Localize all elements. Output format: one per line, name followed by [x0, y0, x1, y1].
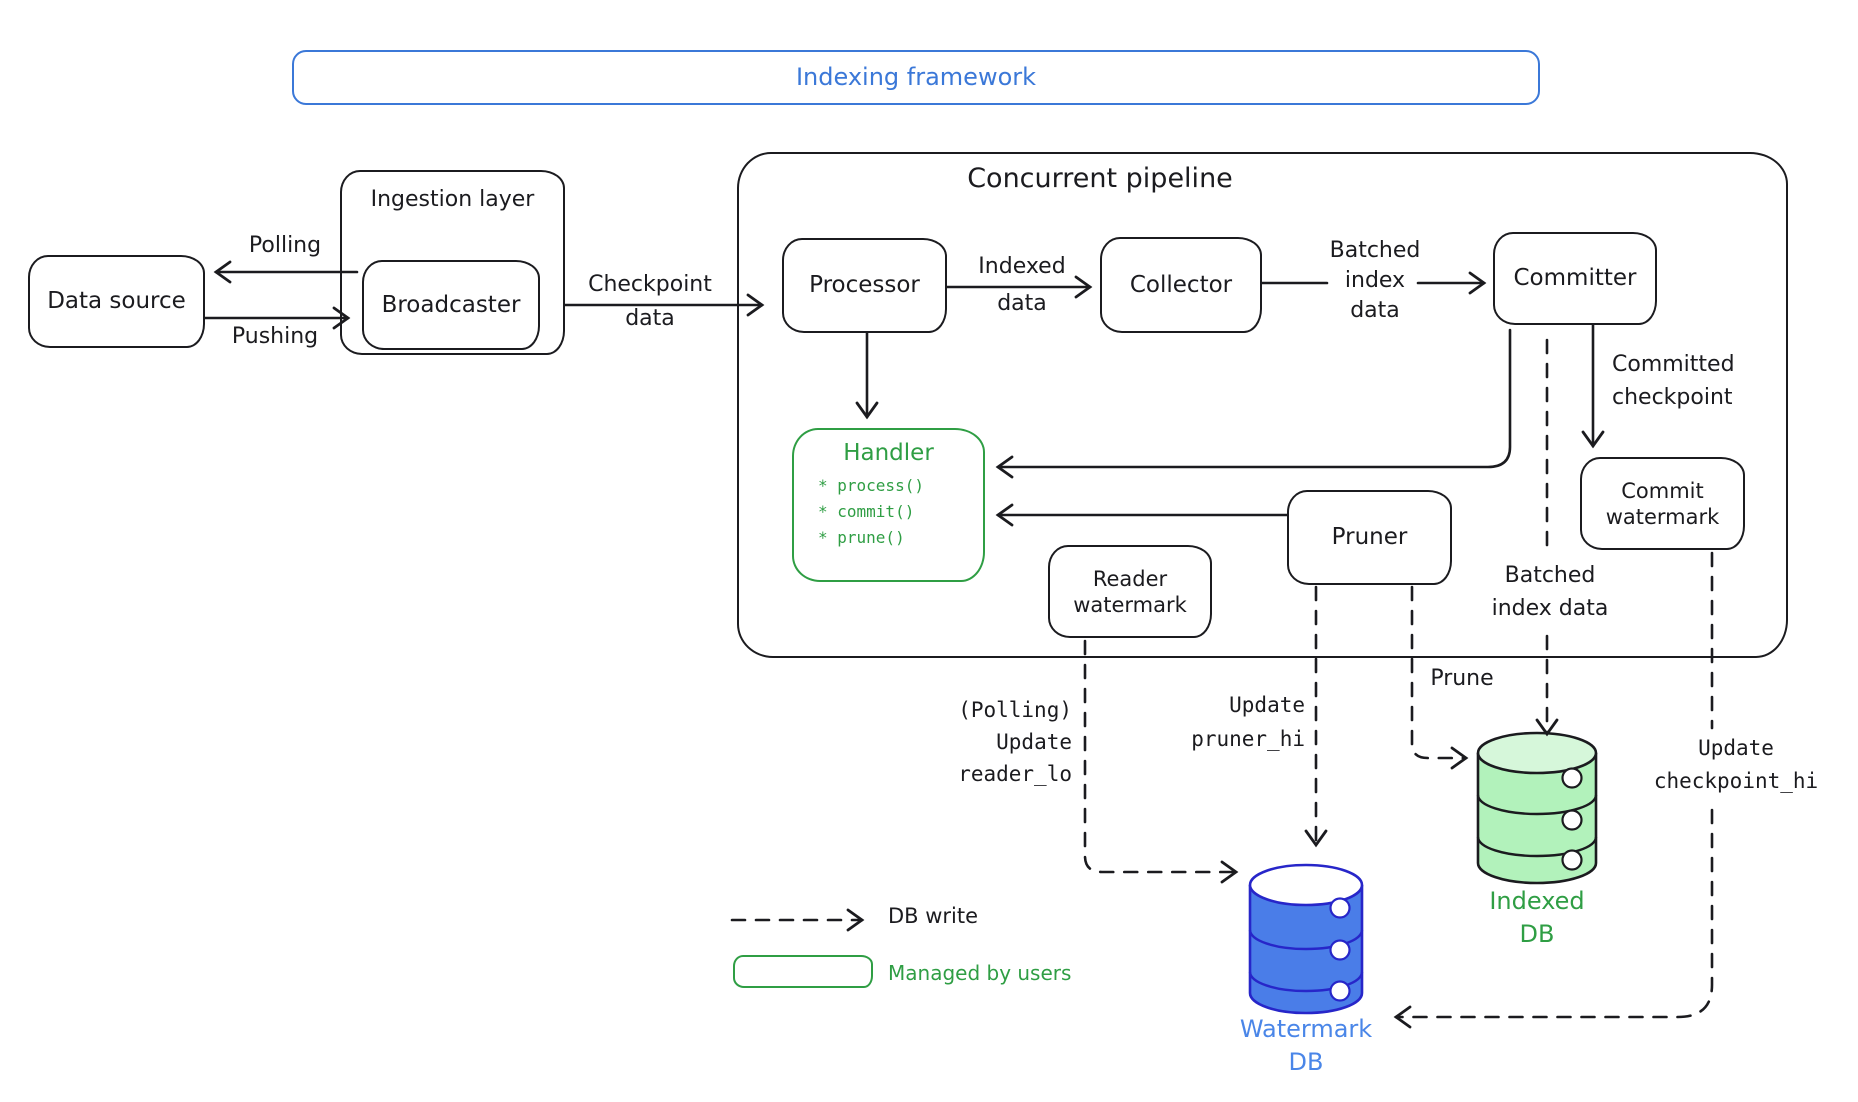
update-reader-lo-label-line3: reader_lo	[958, 762, 1072, 786]
update-checkpoint-hi-arrow	[1393, 808, 1714, 1029]
indexed-db-label-line2: DB	[1519, 920, 1555, 948]
broadcaster-label: Broadcaster	[381, 291, 521, 318]
indexed-db-label-line1: Indexed	[1489, 887, 1585, 915]
committer-node: Committer	[1493, 232, 1657, 325]
watermark-db-label-line1: Watermark	[1239, 1015, 1373, 1043]
reader-watermark-label-line2: watermark	[1073, 592, 1187, 617]
commit-watermark-label-line1: Commit	[1621, 478, 1704, 503]
committed-checkpoint-label-line1: Committed	[1612, 352, 1735, 377]
batched-index-data-label-line2: index	[1344, 268, 1406, 293]
committer-to-handler-feedback-arrow	[995, 328, 1512, 479]
committer-label: Committer	[1513, 265, 1637, 291]
update-checkpoint-hi-label-line1: Update	[1636, 735, 1836, 761]
handler-method-prune: * prune()	[818, 528, 905, 547]
committed-checkpoint-label-line2: checkpoint	[1612, 385, 1733, 410]
indexing-framework-banner: Indexing framework	[292, 50, 1540, 105]
update-reader-lo-label-line2: Update	[996, 730, 1072, 754]
checkpoint-data-label-line2: data	[625, 306, 675, 331]
commit-watermark-label-line2: watermark	[1605, 504, 1720, 529]
indexed-data-label-line2: data	[997, 291, 1047, 316]
pushing-label: Pushing	[231, 324, 319, 349]
handler-node: Handler * process() * commit() * prune()	[792, 428, 985, 582]
batched-index-data-label-line3: data	[1350, 298, 1400, 323]
update-pruner-hi-label-line1: Update	[1229, 693, 1305, 717]
reader-watermark-label-line1: Reader	[1092, 566, 1168, 591]
concurrent-pipeline-group	[737, 152, 1788, 658]
legend-db-write-label: DB write	[888, 904, 979, 928]
legend-managed-by-users-label: Managed by users	[888, 961, 1072, 985]
batched-index-data-label-line1: Batched	[1329, 238, 1421, 263]
batched-index-data-db-label-line2: index data	[1480, 596, 1620, 622]
collector-label: Collector	[1129, 271, 1233, 298]
handler-method-process: * process()	[818, 476, 924, 495]
concurrent-pipeline-title: Concurrent pipeline	[967, 163, 1233, 194]
polling-label: Polling	[248, 233, 322, 258]
update-checkpoint-hi-label-line2: checkpoint_hi	[1616, 768, 1856, 794]
batched-index-data-db-label-line1: Batched	[1480, 563, 1620, 589]
update-reader-lo-label-line1: (Polling)	[958, 698, 1072, 722]
prune-arrow	[1410, 585, 1469, 770]
broadcaster-node: Broadcaster	[362, 260, 540, 350]
checkpoint-data-label-line1: Checkpoint	[588, 272, 712, 297]
indexed-db-icon	[1476, 731, 1598, 885]
indexing-framework-title: Indexing framework	[795, 63, 1037, 91]
indexed-data-label-line1: Indexed	[978, 254, 1066, 279]
pruner-node: Pruner	[1287, 490, 1452, 585]
handler-title: Handler	[843, 440, 934, 466]
watermark-db-icon	[1248, 863, 1364, 1015]
update-pruner-hi-label-line2: pruner_hi	[1191, 727, 1305, 751]
pruner-label: Pruner	[1331, 524, 1408, 550]
prune-label: Prune	[1430, 666, 1494, 691]
ingestion-layer-group: Ingestion layer	[340, 170, 565, 355]
collector-node: Collector	[1100, 237, 1262, 333]
legend-managed-by-users-swatch	[733, 955, 873, 988]
commit-watermark-node: Commit watermark	[1580, 457, 1745, 550]
processor-label: Processor	[809, 272, 920, 298]
reader-watermark-node: Reader watermark	[1048, 545, 1212, 638]
ingestion-layer-label: Ingestion layer	[370, 187, 535, 212]
watermark-db-label-line2: DB	[1288, 1048, 1324, 1076]
processor-node: Processor	[782, 238, 947, 333]
data-source-label: Data source	[47, 288, 186, 314]
data-source-node: Data source	[28, 255, 205, 348]
handler-method-commit: * commit()	[818, 502, 915, 521]
update-reader-lo-arrow	[1083, 639, 1239, 884]
